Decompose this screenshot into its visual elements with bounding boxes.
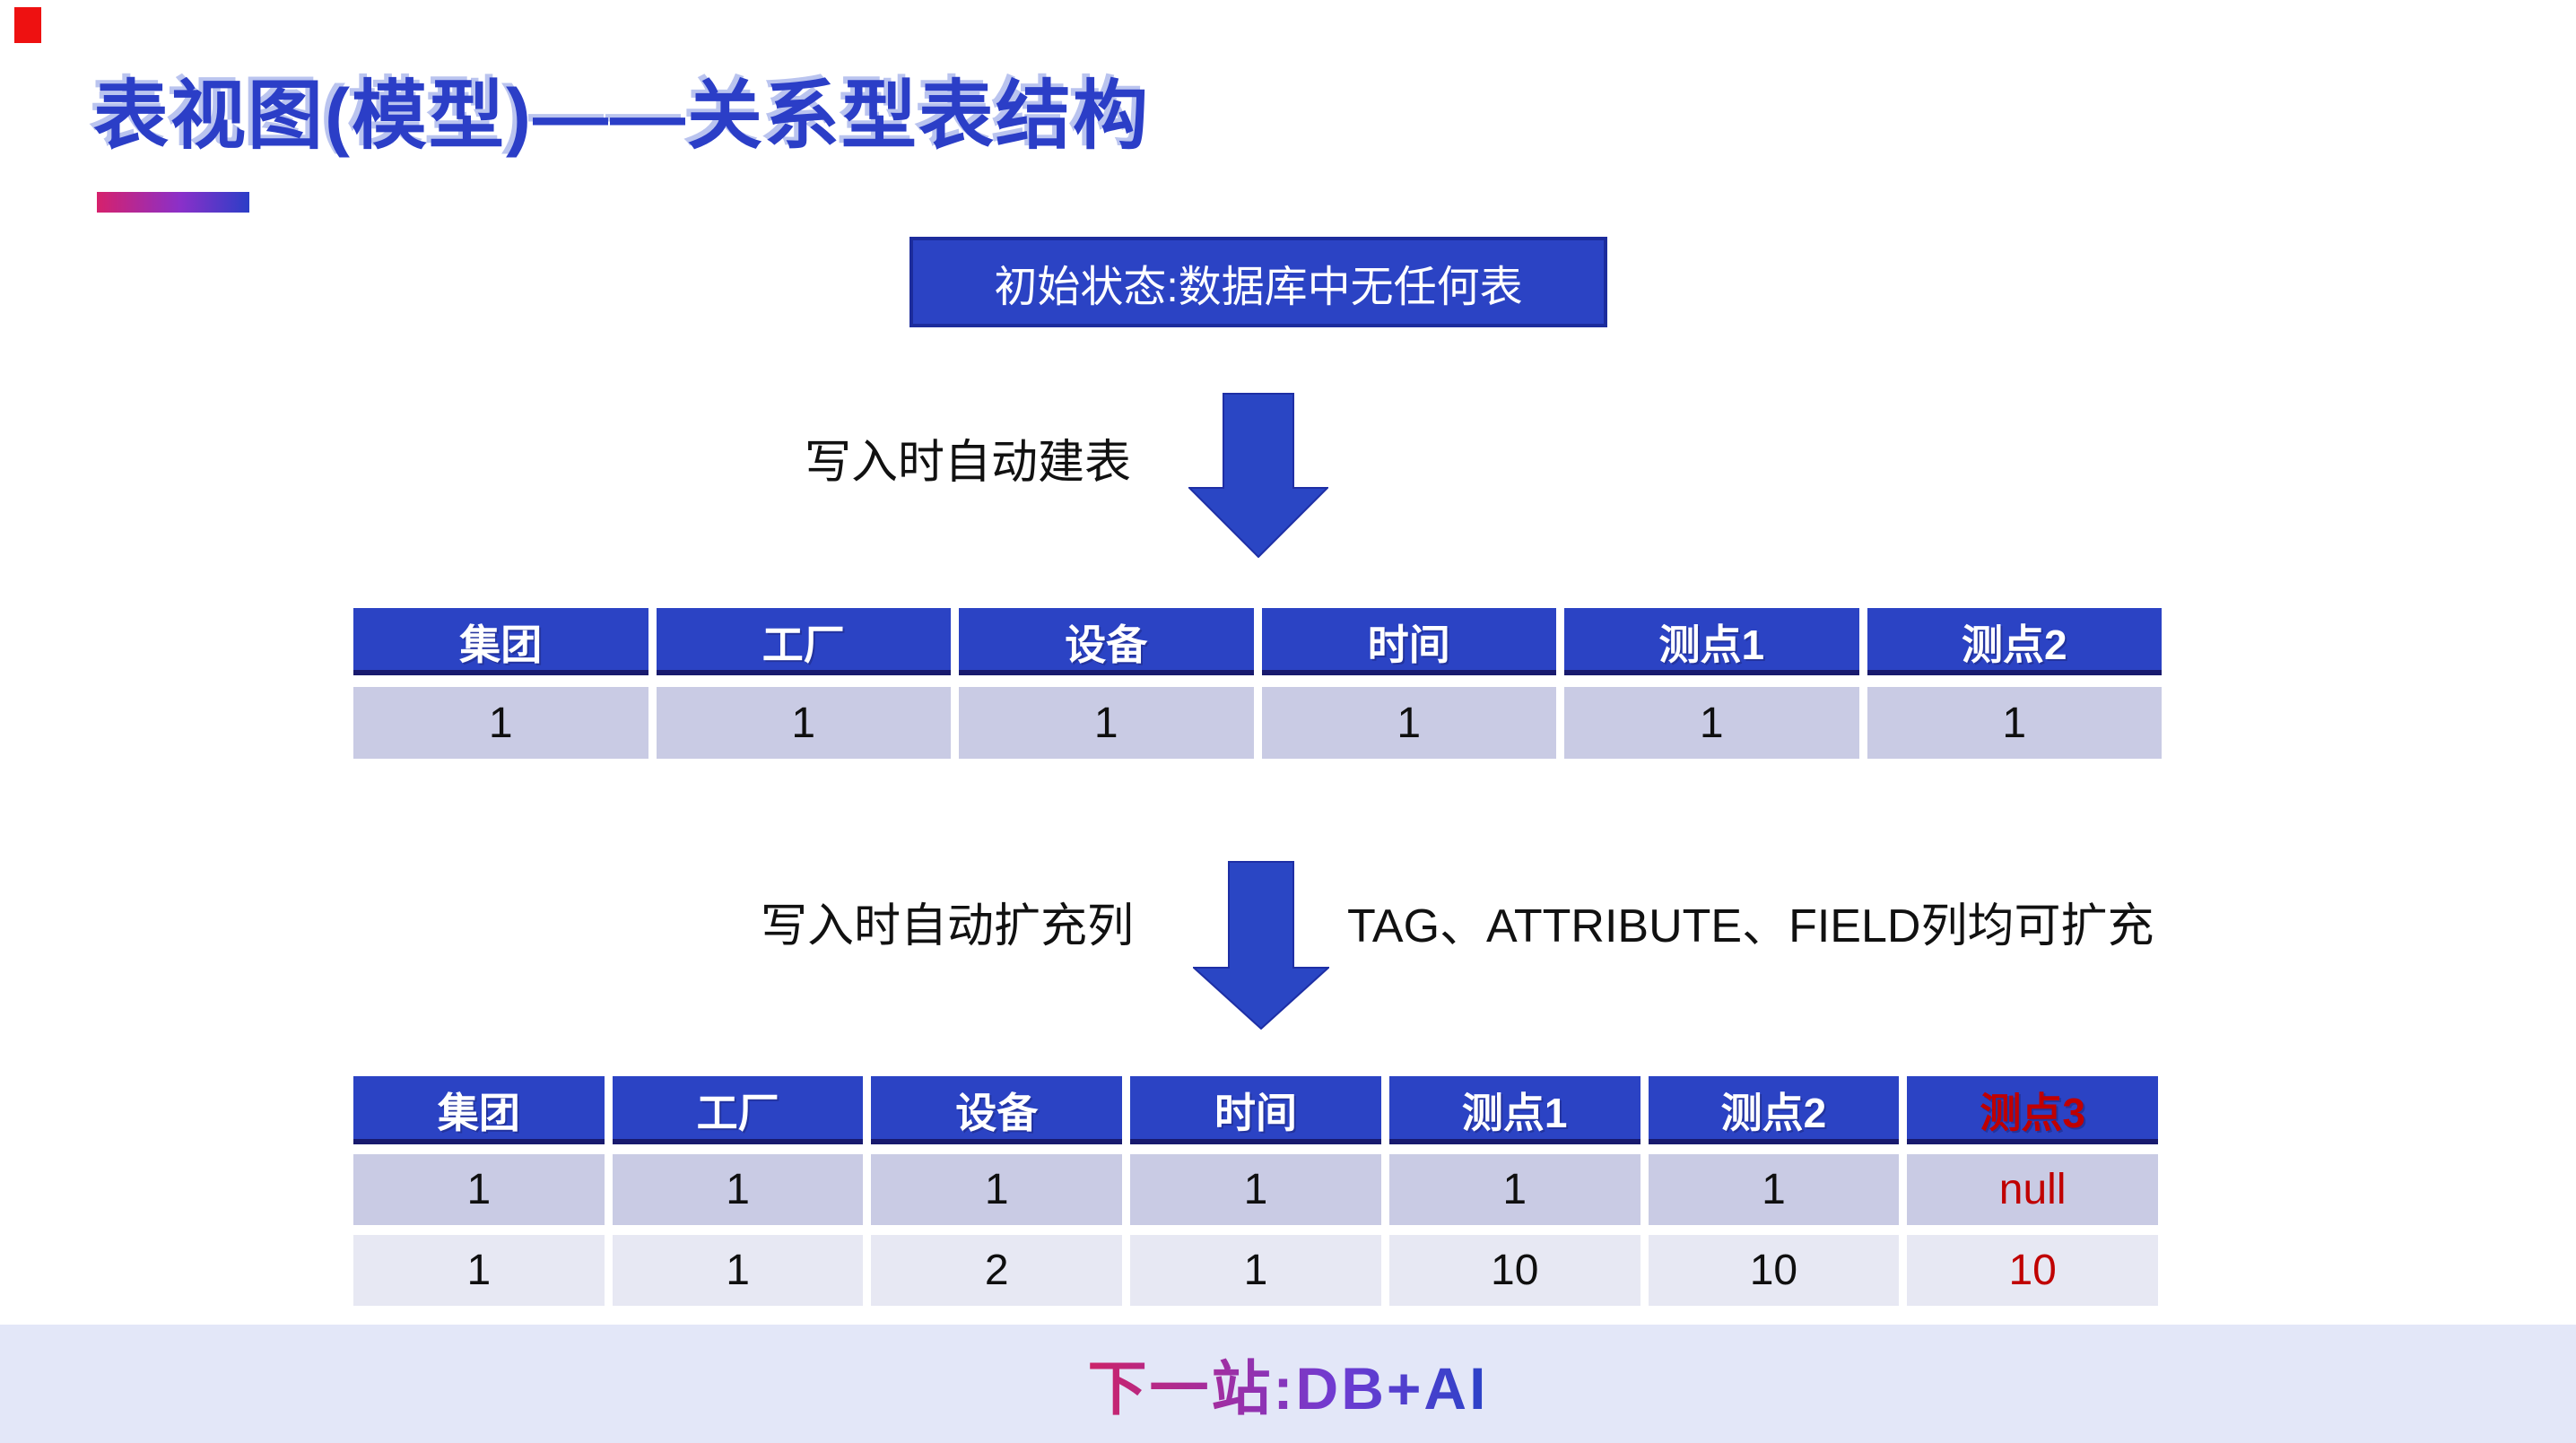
step1-label: 写入时自动建表	[805, 437, 1132, 489]
data-cell: 1	[656, 687, 951, 759]
data-cell: 1	[353, 687, 648, 759]
status-box-label: 初始状态:数据库中无任何表	[994, 263, 1523, 311]
header-cell: 集团	[353, 608, 648, 675]
header-cell: 设备	[871, 1076, 1123, 1144]
header-cell: 时间	[1130, 1076, 1381, 1144]
data-cell: 10	[1907, 1235, 2158, 1306]
data-cell: 2	[871, 1235, 1123, 1306]
header-cell: 测点2	[1648, 1076, 1900, 1144]
data-cell: 1	[959, 687, 1254, 759]
data-cell: 10	[1648, 1235, 1900, 1306]
data-cell: null	[1907, 1154, 2158, 1225]
header-cell: 设备	[959, 608, 1254, 675]
data-cell: 1	[1261, 687, 1556, 759]
data-cell: 1	[1130, 1154, 1381, 1225]
down-arrow-icon	[1188, 393, 1328, 558]
down-arrow-icon	[1193, 861, 1329, 1030]
data-cell: 1	[1564, 687, 1859, 759]
page-title: 表视图(模型)——关系型表结构	[93, 74, 1150, 158]
status-box: 初始状态:数据库中无任何表	[909, 237, 1607, 327]
data-cell: 1	[612, 1154, 864, 1225]
data-cell: 1	[1388, 1154, 1640, 1225]
title-accent-bar	[97, 192, 249, 213]
data-cell: 1	[353, 1235, 605, 1306]
header-cell: 测点2	[1867, 608, 2162, 675]
footer-text: 下一站:DB+AI	[1088, 1341, 1489, 1427]
header-cell: 测点1	[1388, 1076, 1640, 1144]
header-cell: 工厂	[612, 1076, 864, 1144]
data-cell: 1	[353, 1154, 605, 1225]
step2-note: TAG、ATTRIBUTE、FIELD列均可扩充	[1347, 900, 2154, 952]
footer-band: 下一站:DB+AI	[0, 1325, 2576, 1443]
header-cell: 测点1	[1564, 608, 1859, 675]
data-cell: 1	[1867, 687, 2162, 759]
data-cell: 10	[1388, 1235, 1640, 1306]
header-cell: 工厂	[656, 608, 951, 675]
data-cell: 1	[871, 1154, 1123, 1225]
header-cell: 测点3	[1907, 1076, 2158, 1144]
header-cell: 集团	[353, 1076, 605, 1144]
header-cell: 时间	[1261, 608, 1556, 675]
data-cell: 1	[1648, 1154, 1900, 1225]
data-cell: 1	[1130, 1235, 1381, 1306]
data-cell: 1	[612, 1235, 864, 1306]
corner-red-mark	[14, 7, 41, 43]
step2-label: 写入时自动扩充列	[761, 900, 1135, 952]
